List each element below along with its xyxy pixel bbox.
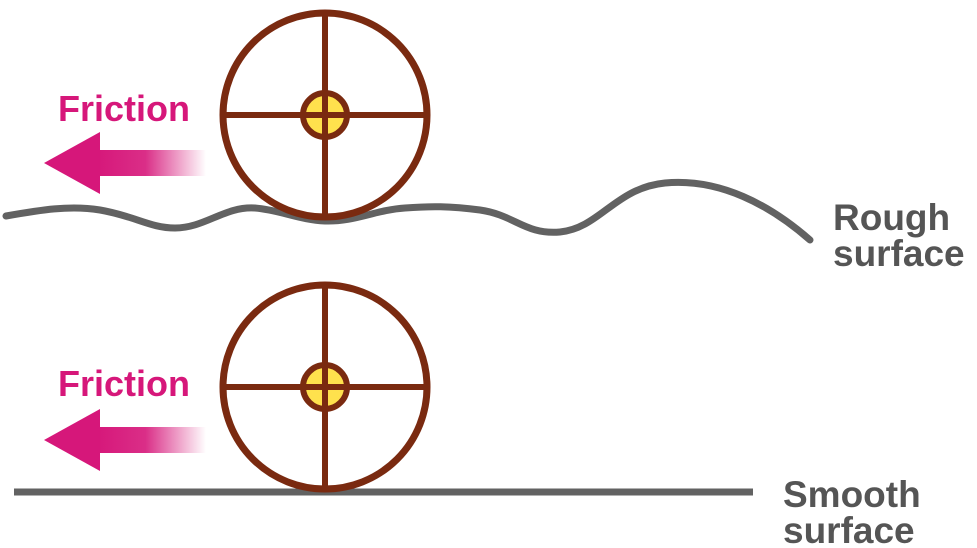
friction-arrow-shaft	[96, 150, 206, 176]
wheel	[223, 285, 427, 489]
friction-arrow	[44, 132, 206, 194]
friction-arrow-head	[44, 132, 100, 194]
friction-arrow-head	[44, 409, 100, 471]
surface-label-line2: surface	[783, 510, 915, 548]
wheel	[223, 13, 427, 217]
friction-label: Friction	[58, 363, 190, 404]
friction-label: Friction	[58, 88, 190, 129]
surface-label-line1: Smooth	[783, 474, 921, 515]
friction-arrow-shaft	[96, 427, 206, 453]
smooth-scene: Friction Smooth surface	[14, 285, 921, 548]
surface-label-line2: surface	[833, 233, 965, 274]
surface-label-line1: Rough	[833, 197, 950, 238]
friction-arrow	[44, 409, 206, 471]
rough-scene: Friction Rough surface	[6, 13, 965, 274]
rough-surface-line	[6, 182, 810, 240]
